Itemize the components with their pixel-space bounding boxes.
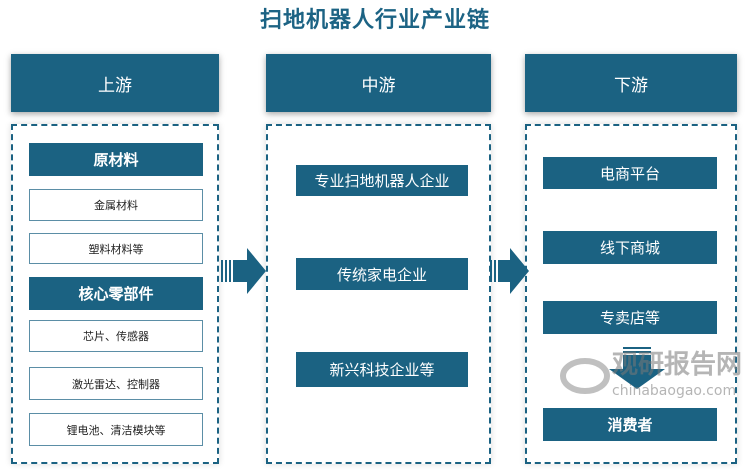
watermark: 观研报告网 chinabaogao.com: [560, 352, 750, 404]
watermark-url: chinabaogao.com: [612, 383, 737, 399]
upstream-panel: [11, 124, 219, 464]
midstream-item: 传统家电企业: [296, 258, 468, 290]
upstream-item: 塑料材料等: [29, 233, 203, 264]
down-arrow-icon: [609, 347, 665, 389]
watermark-name: 观研报告网: [612, 350, 743, 380]
midstream-item: 新兴科技企业等: [296, 352, 468, 387]
page-title: 扫地机器人行业产业链: [259, 7, 490, 33]
midstream-panel: [266, 124, 491, 464]
downstream-header: 下游: [525, 54, 737, 112]
downstream-panel: [525, 124, 737, 464]
downstream-item: 电商平台: [543, 157, 717, 189]
watermark-logo-icon: [560, 358, 610, 394]
midstream-header: 中游: [266, 54, 491, 112]
upstream-item: 金属材料: [29, 189, 203, 221]
upstream-item: 锂电池、清洁模块等: [29, 413, 203, 446]
consumer-box: 消费者: [543, 408, 717, 441]
core-components-heading: 核心零部件: [29, 277, 203, 310]
midstream-item: 专业扫地机器人企业: [296, 165, 468, 196]
upstream-item: 芯片、传感器: [29, 320, 203, 352]
raw-materials-heading: 原材料: [29, 143, 203, 176]
downstream-item: 专卖店等: [543, 301, 717, 334]
upstream-header: 上游: [11, 54, 219, 112]
right-arrow-icon: [221, 248, 266, 294]
upstream-item: 激光雷达、控制器: [29, 367, 203, 400]
downstream-item: 线下商城: [543, 231, 717, 264]
right-arrow-icon: [490, 248, 529, 294]
